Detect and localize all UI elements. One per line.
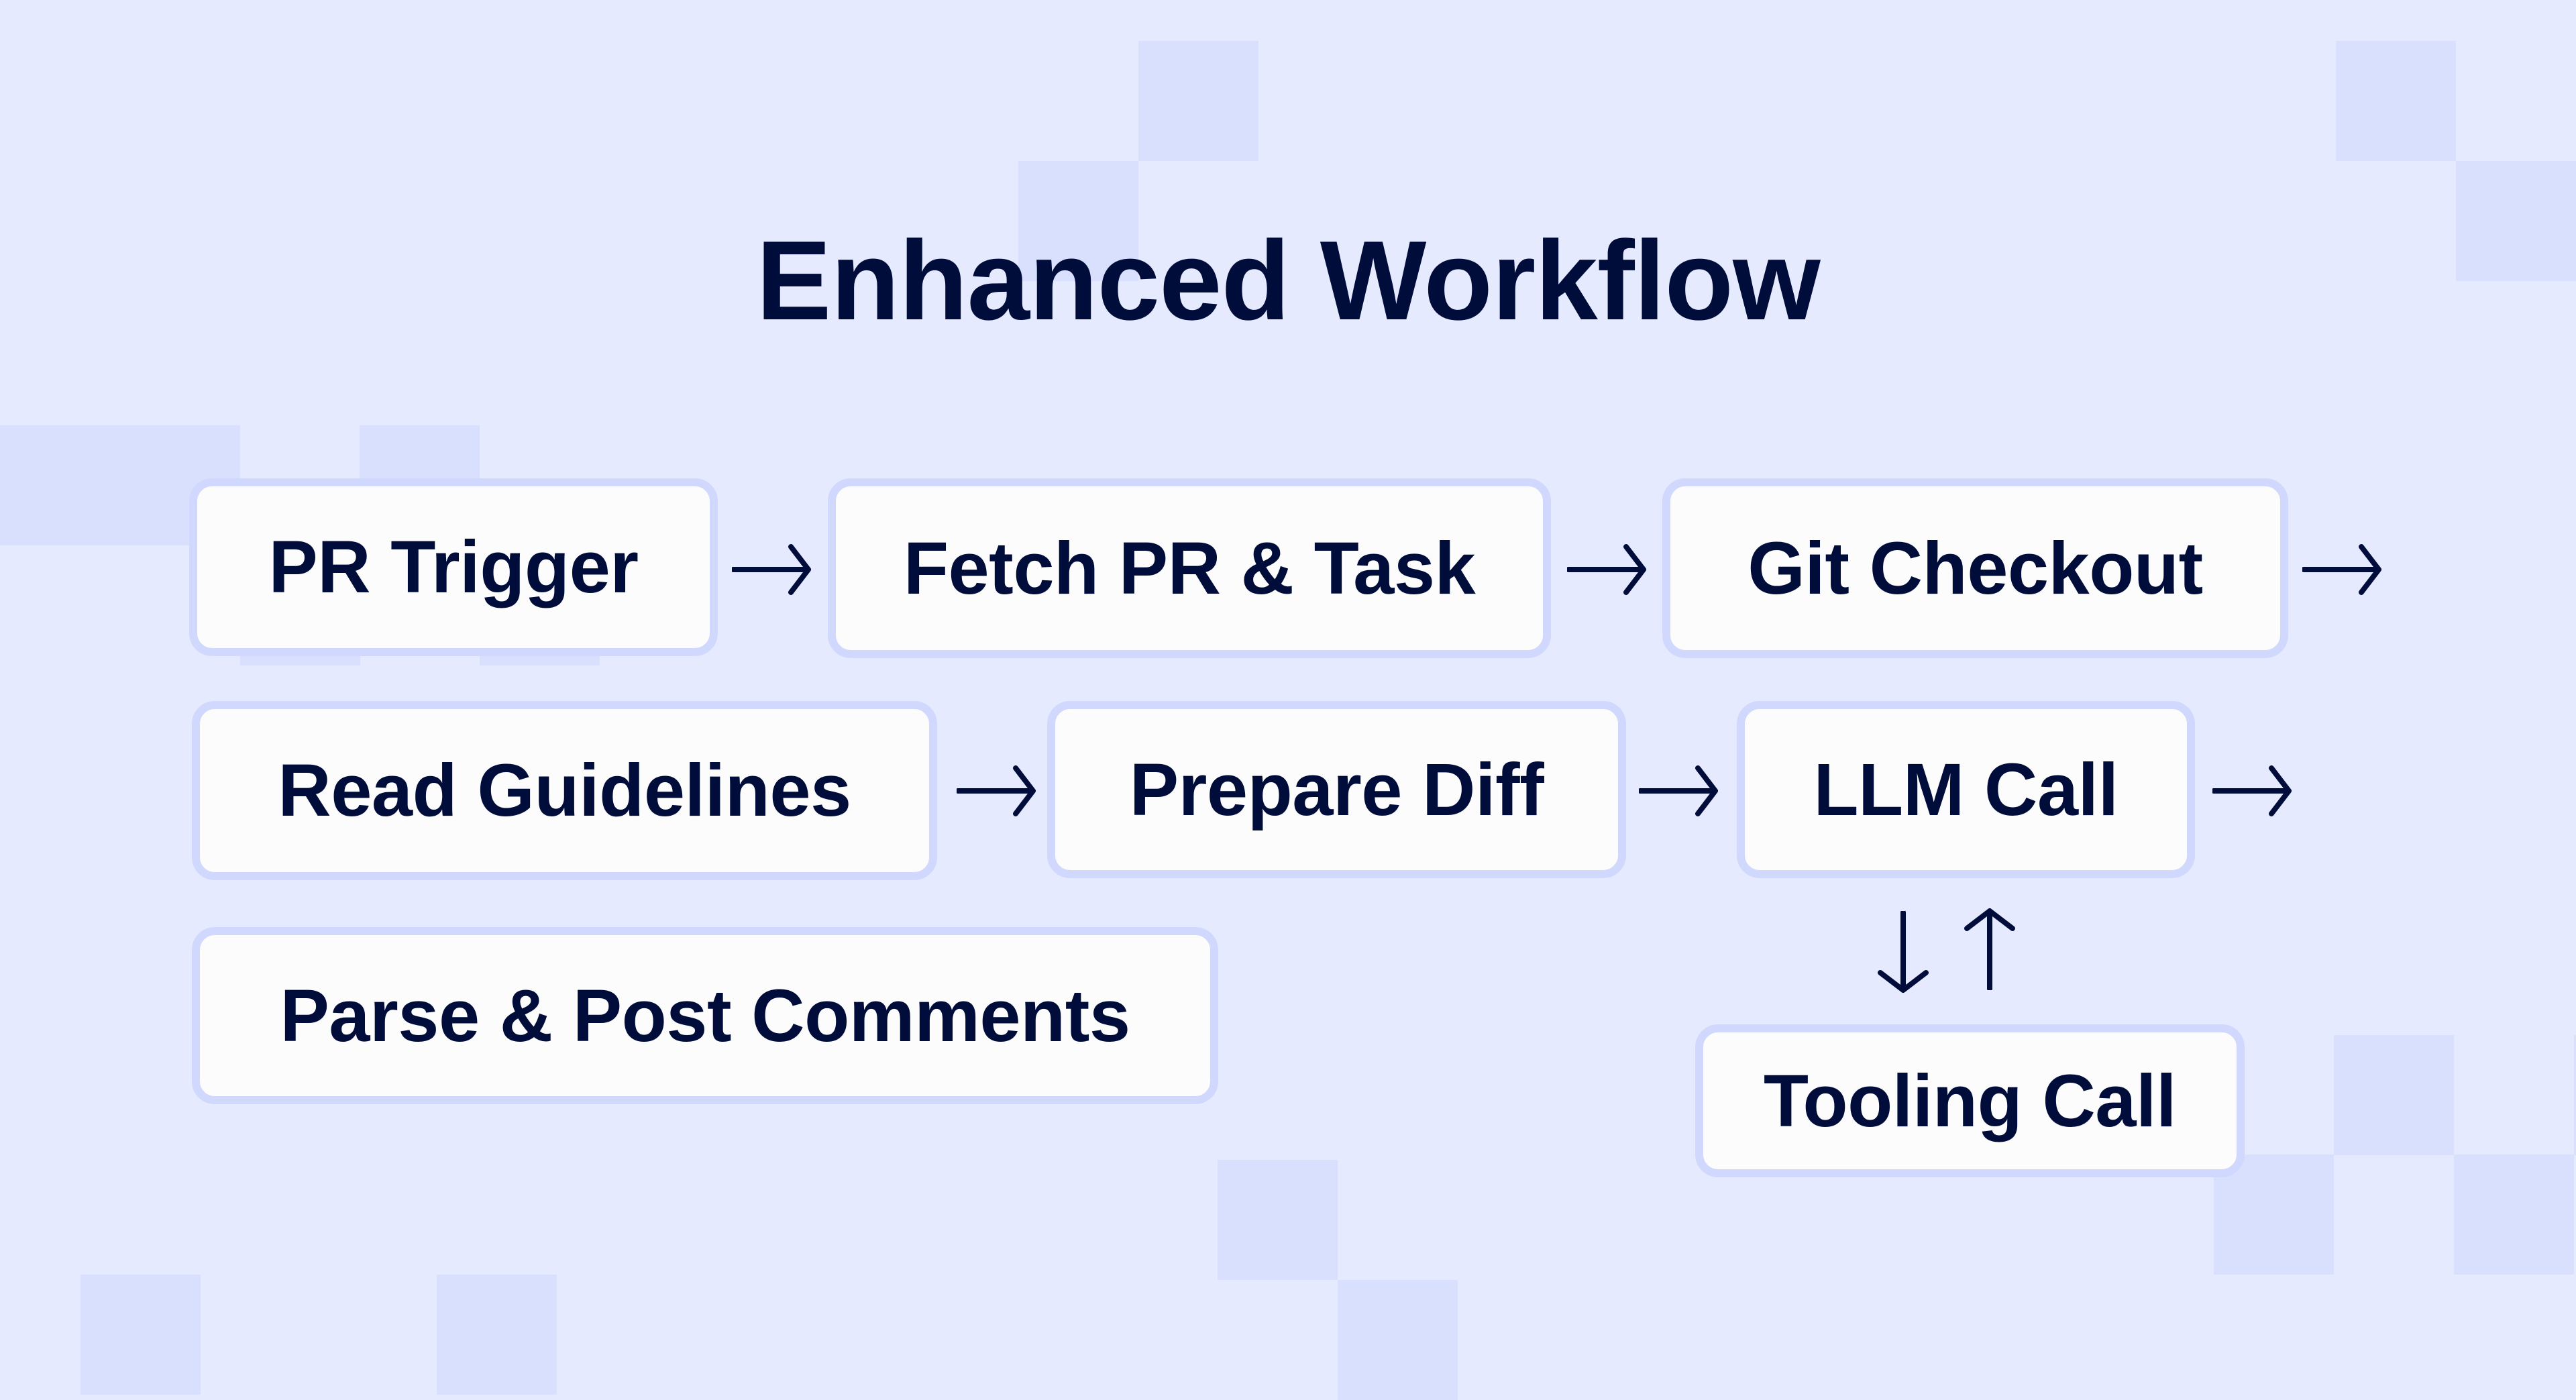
node-fetch-pr-task: Fetch PR & Task <box>828 478 1551 658</box>
bg-square <box>0 425 120 545</box>
node-parse-post-comments: Parse & Post Comments <box>192 927 1218 1104</box>
bg-square <box>2574 1035 2576 1155</box>
arrow-down-icon <box>1876 911 1930 994</box>
arrow-right-icon <box>957 764 1037 818</box>
node-prepare-diff: Prepare Diff <box>1047 701 1626 878</box>
bg-square <box>1218 1160 1338 1280</box>
arrow-right-icon <box>1639 764 1719 818</box>
diagram-title: Enhanced Workflow <box>756 217 1820 343</box>
arrow-right-icon <box>2302 543 2383 596</box>
node-llm-call: LLM Call <box>1737 701 2195 878</box>
bg-square <box>2454 1154 2574 1275</box>
bg-square <box>437 1275 557 1395</box>
bg-square <box>80 1275 201 1395</box>
bg-square <box>2214 1154 2334 1275</box>
bg-square <box>2336 41 2456 161</box>
node-pr-trigger: PR Trigger <box>189 478 718 656</box>
bg-square <box>2456 161 2576 281</box>
arrow-up-icon <box>1963 907 2017 990</box>
node-tooling-call: Tooling Call <box>1695 1024 2245 1177</box>
arrow-right-icon <box>1567 543 1648 596</box>
bg-square <box>2334 1035 2454 1155</box>
bg-square <box>1018 161 1138 281</box>
bg-square <box>1138 41 1258 161</box>
arrow-right-icon <box>2212 764 2293 818</box>
arrow-right-icon <box>732 543 812 596</box>
node-git-checkout: Git Checkout <box>1662 478 2288 658</box>
node-read-guidelines: Read Guidelines <box>192 701 937 880</box>
bg-square <box>1338 1280 1458 1400</box>
